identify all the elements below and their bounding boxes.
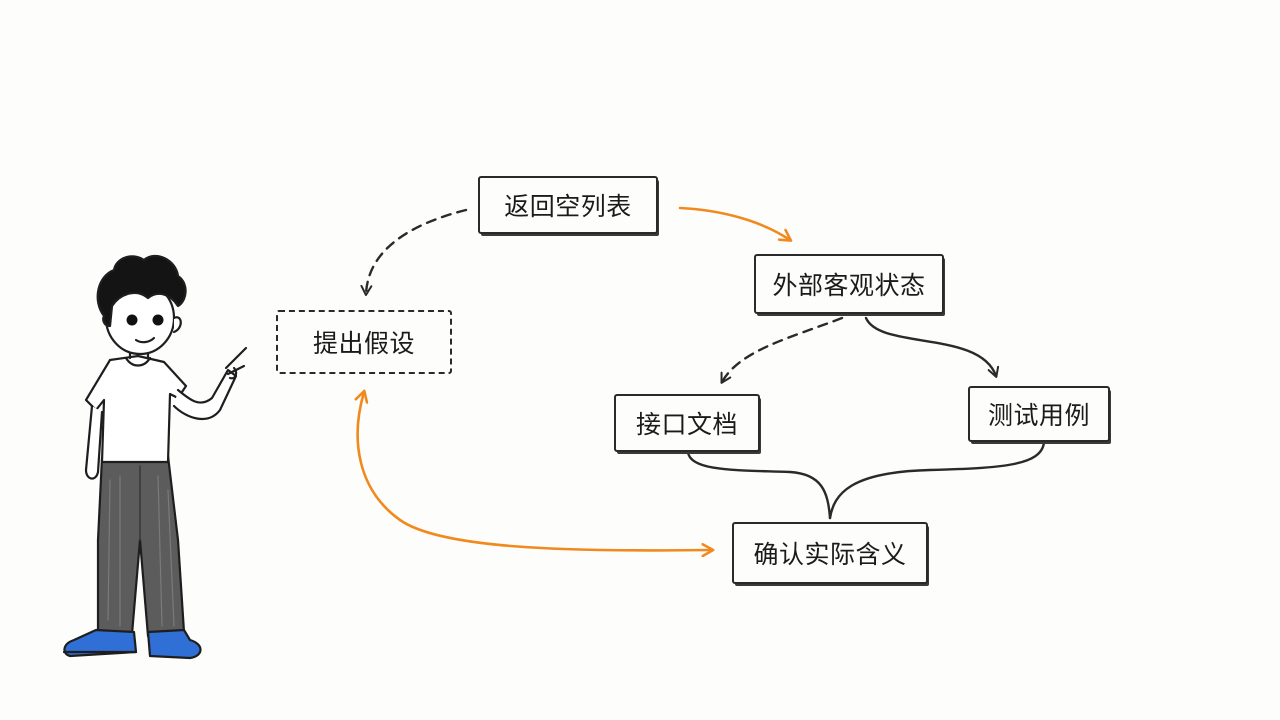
right-shoe-shape: [146, 628, 202, 660]
edge-confirm-hypothesis: [358, 392, 712, 550]
node-hypothesis: 提出假设: [276, 310, 452, 374]
node-test-case: 测试用例: [968, 386, 1110, 442]
node-label: 确认实际含义: [753, 540, 907, 569]
node-label: 外部客观状态: [772, 271, 926, 300]
edge-external-to-test: [864, 316, 1000, 378]
node-label: 接口文档: [635, 410, 738, 439]
pants-shape: [96, 454, 186, 638]
node-return-empty-list: 返回空列表: [478, 176, 658, 234]
edge-return-to-external: [678, 206, 790, 240]
node-label: 测试用例: [987, 401, 1090, 430]
hair-shape: [96, 254, 187, 328]
edge-external-to-api: [720, 316, 844, 384]
node-confirm-meaning: 确认实际含义: [732, 522, 928, 584]
node-label: 提出假设: [312, 329, 415, 358]
edge-return-to-hypothesis: [360, 208, 468, 296]
node-label: 返回空列表: [504, 192, 632, 221]
edge-api-to-confirm: [686, 450, 832, 520]
shirt-shape: [84, 354, 188, 464]
person-icon: [62, 254, 248, 660]
edge-test-to-confirm: [828, 440, 1046, 520]
node-api-doc: 接口文档: [614, 394, 760, 452]
node-external-state: 外部客观状态: [754, 254, 944, 314]
